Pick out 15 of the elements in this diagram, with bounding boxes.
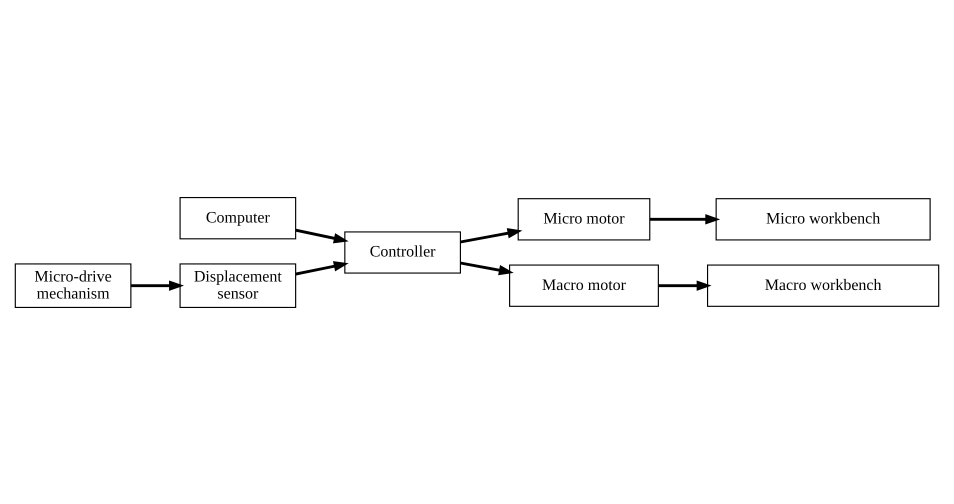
node-box: Micro workbench: [716, 198, 931, 240]
node-box: Micro motor: [518, 198, 650, 240]
arrow: [460, 228, 522, 243]
node-box: Macro workbench: [707, 264, 940, 306]
arrow: [131, 280, 184, 290]
arrow: [658, 280, 712, 290]
node-box: Computer: [180, 196, 296, 239]
arrow: [296, 260, 349, 275]
arrow: [460, 261, 514, 275]
node-box: Macro motor: [509, 264, 659, 306]
node-box: Displacement sensor: [180, 262, 296, 308]
arrow: [296, 228, 349, 243]
node-box: Controller: [344, 230, 461, 274]
node-box: Micro-drive mechanism: [14, 262, 132, 308]
arrow: [650, 214, 720, 224]
